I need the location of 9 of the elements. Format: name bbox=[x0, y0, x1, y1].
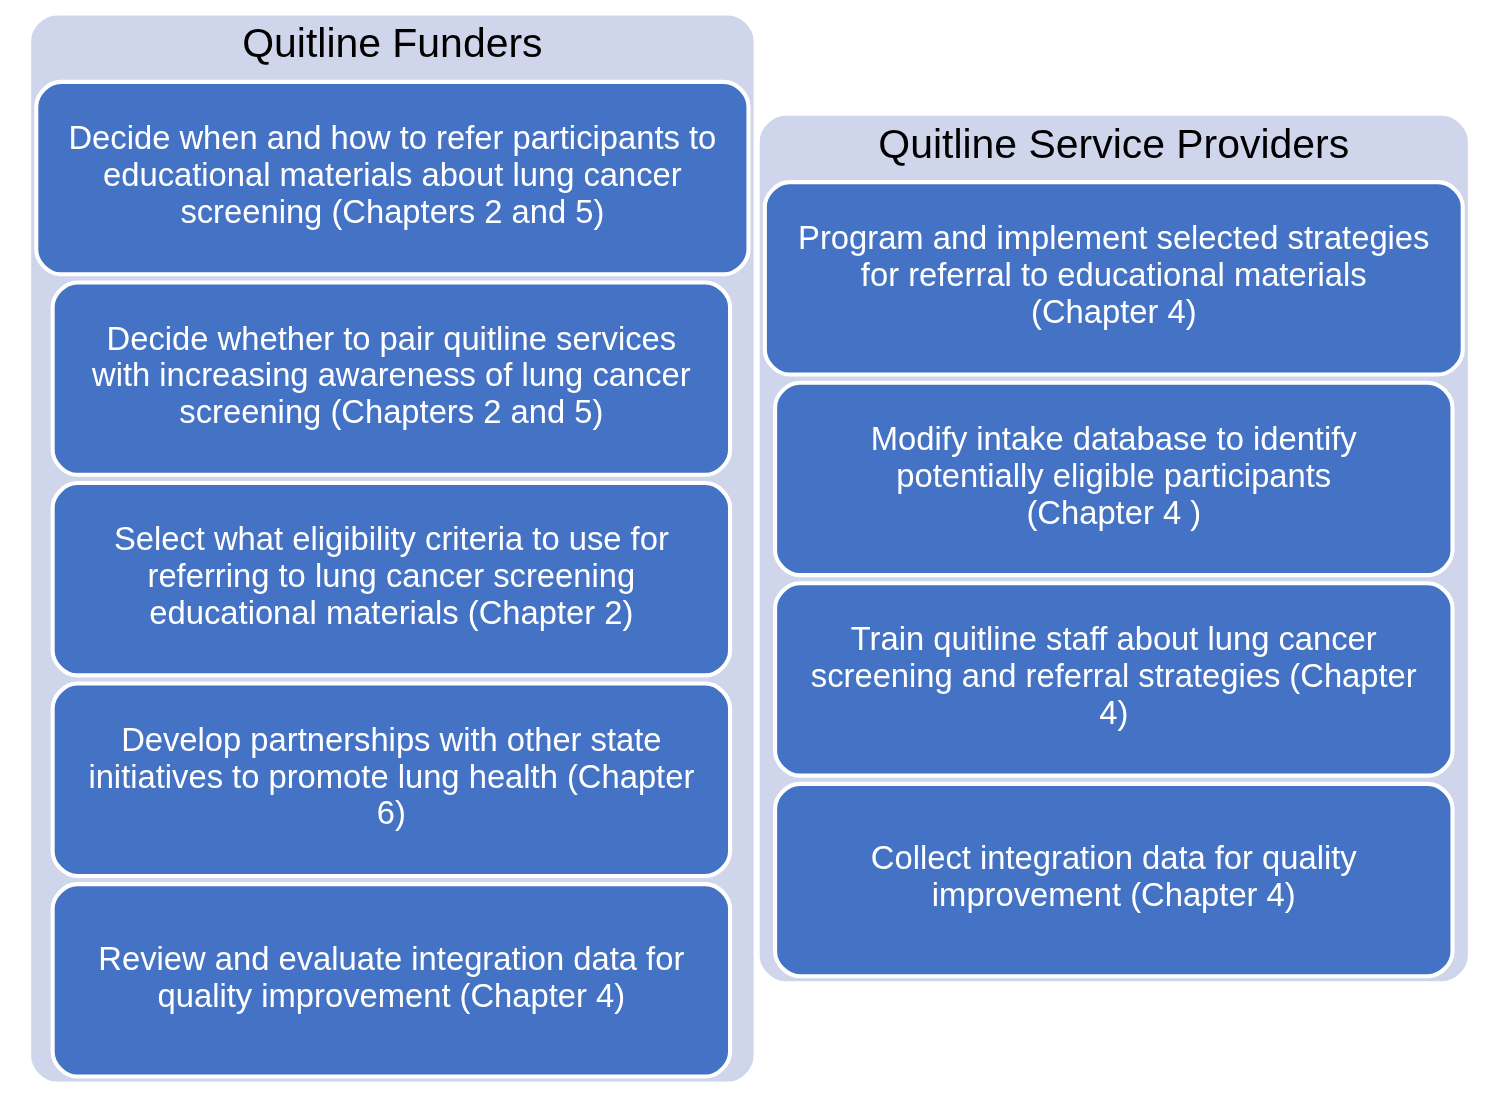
node-box: Program and implement selected strategies for referral to educational materials (Chapter 4) bbox=[762, 180, 1465, 377]
node-box: Decide whether to pair quitline services with increasing awareness of lung cancer screening (Chapters 2 and 5) bbox=[50, 280, 733, 477]
node-box: Train quitline staff about lung cancer screening and referral strategies (Chapter 4) bbox=[773, 581, 1455, 778]
node-box: Review and evaluate integration data for quality improvement (Chapter 4) bbox=[50, 882, 733, 1079]
node-box: Decide when and how to refer participants to educational materials about lung cancer screening (Chapters 2 and 5) bbox=[34, 79, 751, 277]
node-box: Develop partnerships with other state initiatives to promote lung health (Chapter 6) bbox=[50, 681, 733, 878]
node-box: Collect integration data for quality improvement (Chapter 4) bbox=[773, 781, 1455, 979]
node-box: Modify intake database to identify potentially eligible participants (Chapter 4 ) bbox=[773, 380, 1455, 578]
node-box: Select what eligibility criteria to use for referring to lung cancer screening educational materials (Chapter 2) bbox=[50, 480, 733, 678]
